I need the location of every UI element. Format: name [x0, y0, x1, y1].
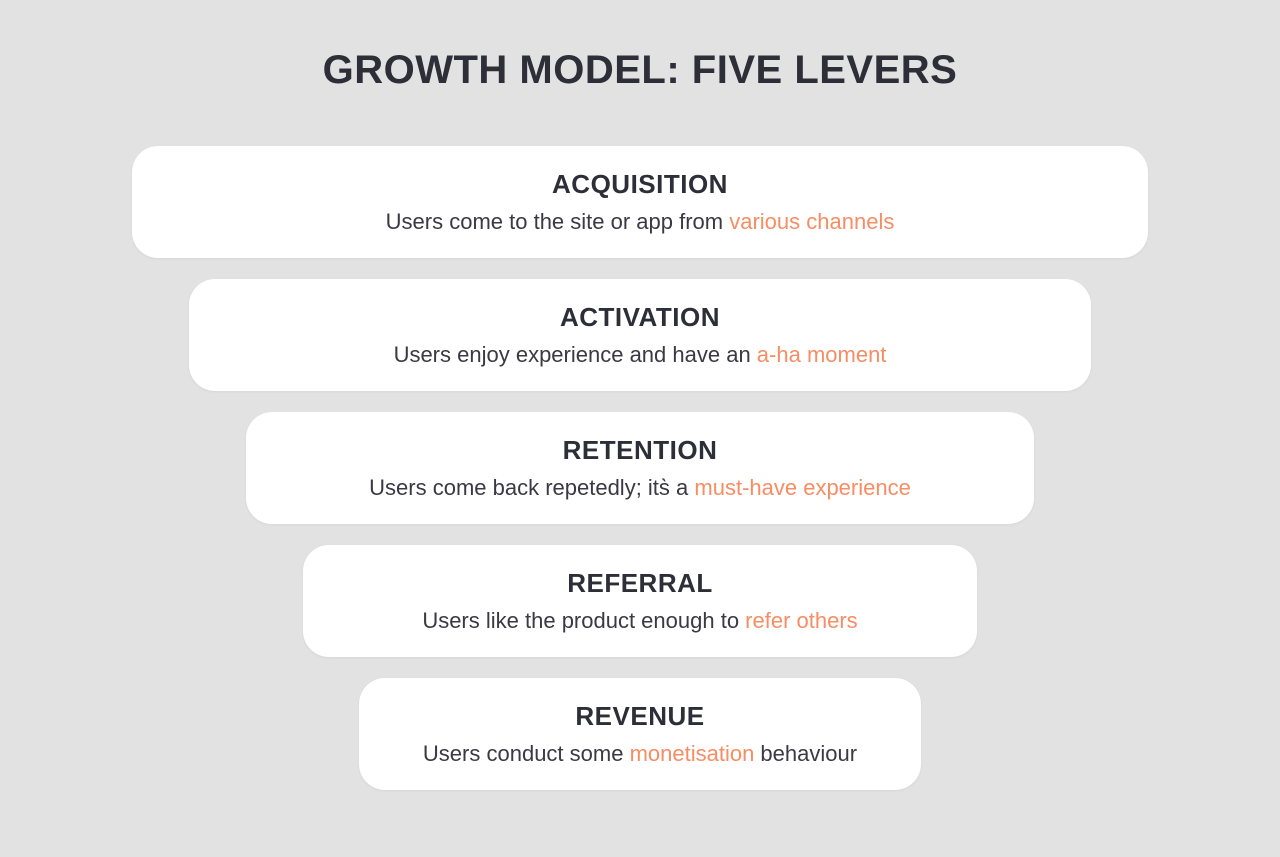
desc-highlight: a-ha moment: [756, 342, 887, 367]
desc-highlight: monetisation: [629, 741, 755, 766]
desc-highlight: various channels: [729, 209, 895, 234]
lever-card-retention: RETENTION Users come back repetedly; its…: [246, 412, 1034, 524]
lever-description: Users like the product enough to refer o…: [422, 610, 857, 632]
lever-heading: ACTIVATION: [559, 302, 721, 332]
lever-heading: REVENUE: [575, 701, 705, 731]
lever-card-referral: REFERRAL Users like the product enough t…: [303, 545, 977, 657]
desc-text-before: Users come to the site or app from: [385, 209, 730, 234]
desc-text-before: Users conduct some: [422, 741, 630, 766]
desc-text-after: behaviour: [754, 741, 858, 766]
desc-text-before: Users like the product enough to: [422, 608, 746, 633]
desc-highlight: must-have experience: [694, 475, 911, 500]
lever-description: Users come to the site or app from vario…: [386, 211, 895, 233]
desc-highlight: refer others: [745, 608, 858, 633]
lever-heading: RETENTION: [562, 435, 718, 465]
lever-description: Users enjoy experience and have an a-ha …: [394, 344, 887, 366]
desc-text-before: Users enjoy experience and have an: [393, 342, 757, 367]
lever-heading: REFERRAL: [567, 568, 713, 598]
desc-text-before: Users come back repetedly; its̀ a: [369, 475, 695, 500]
page-title: GROWTH MODEL: FIVE LEVERS: [322, 48, 958, 92]
lever-description: Users conduct some monetisation behaviou…: [423, 743, 857, 765]
lever-description: Users come back repetedly; its̀ a must-h…: [369, 477, 911, 499]
lever-card-activation: ACTIVATION Users enjoy experience and ha…: [189, 279, 1091, 391]
lever-card-acquisition: ACQUISITION Users come to the site or ap…: [132, 146, 1148, 258]
lever-card-revenue: REVENUE Users conduct some monetisation …: [359, 678, 921, 790]
lever-heading: ACQUISITION: [552, 169, 728, 199]
lever-stack: ACQUISITION Users come to the site or ap…: [0, 146, 1280, 790]
